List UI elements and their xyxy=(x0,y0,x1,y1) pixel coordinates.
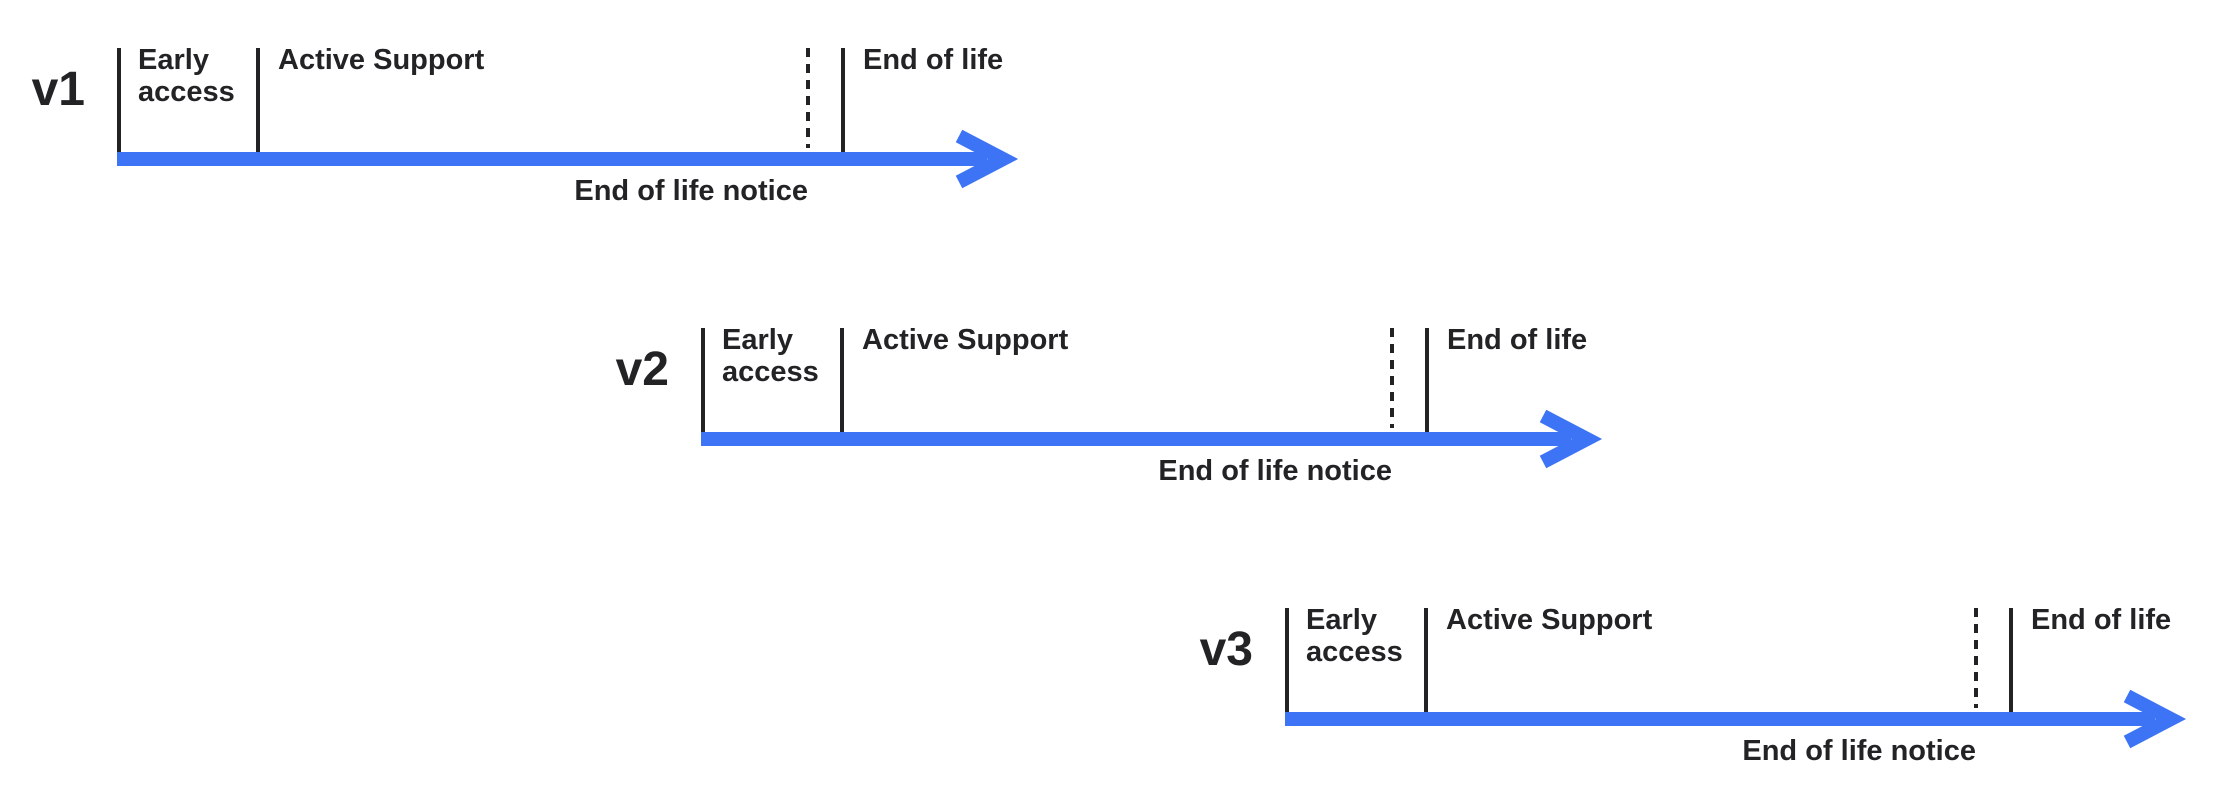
end-of-life-label: End of life xyxy=(1447,324,1588,356)
eol-notice-dashed-line xyxy=(1974,608,1978,708)
early-access-start-tick xyxy=(117,48,121,152)
version-label: v1 xyxy=(31,63,85,116)
end-of-life-label: End of life xyxy=(863,44,1004,76)
end-of-life-tick xyxy=(2009,608,2013,712)
end-of-life-notice-label: End of life notice xyxy=(1742,735,1976,767)
active-support-start-tick xyxy=(1424,608,1428,712)
arrow-head xyxy=(1539,409,1603,469)
active-support-start-tick xyxy=(840,328,844,432)
end-of-life-notice-label: End of life notice xyxy=(1158,455,1392,487)
timeline-arrow-icon xyxy=(117,129,1019,189)
active-support-label: Active Support xyxy=(278,44,485,76)
arrow-head xyxy=(2123,689,2187,749)
early-access-label-line2: access xyxy=(138,76,235,108)
early-access-label: Early access xyxy=(1306,604,1403,668)
end-of-life-label: End of life xyxy=(2031,604,2172,636)
end-of-life-tick xyxy=(1425,328,1429,432)
active-support-label: Active Support xyxy=(862,324,1069,356)
early-access-start-tick xyxy=(1285,608,1289,712)
timeline-arrow-icon xyxy=(1285,689,2187,749)
arrow-head xyxy=(955,129,1019,189)
early-access-label-line1: Early xyxy=(138,44,209,76)
early-access-start-tick xyxy=(701,328,705,432)
version-label: v3 xyxy=(1199,623,1253,676)
early-access-label: Early access xyxy=(138,44,235,108)
early-access-label: Early access xyxy=(722,324,819,388)
timeline-arrow-icon xyxy=(701,409,1603,469)
end-of-life-notice-label: End of life notice xyxy=(574,175,808,207)
active-support-label: Active Support xyxy=(1446,604,1653,636)
version-label: v2 xyxy=(615,343,669,396)
eol-notice-dashed-line xyxy=(806,48,810,148)
early-access-label-line1: Early xyxy=(722,324,793,356)
early-access-label-line2: access xyxy=(1306,636,1403,668)
early-access-label-line1: Early xyxy=(1306,604,1377,636)
end-of-life-tick xyxy=(841,48,845,152)
early-access-label-line2: access xyxy=(722,356,819,388)
active-support-start-tick xyxy=(256,48,260,152)
eol-notice-dashed-line xyxy=(1390,328,1394,428)
